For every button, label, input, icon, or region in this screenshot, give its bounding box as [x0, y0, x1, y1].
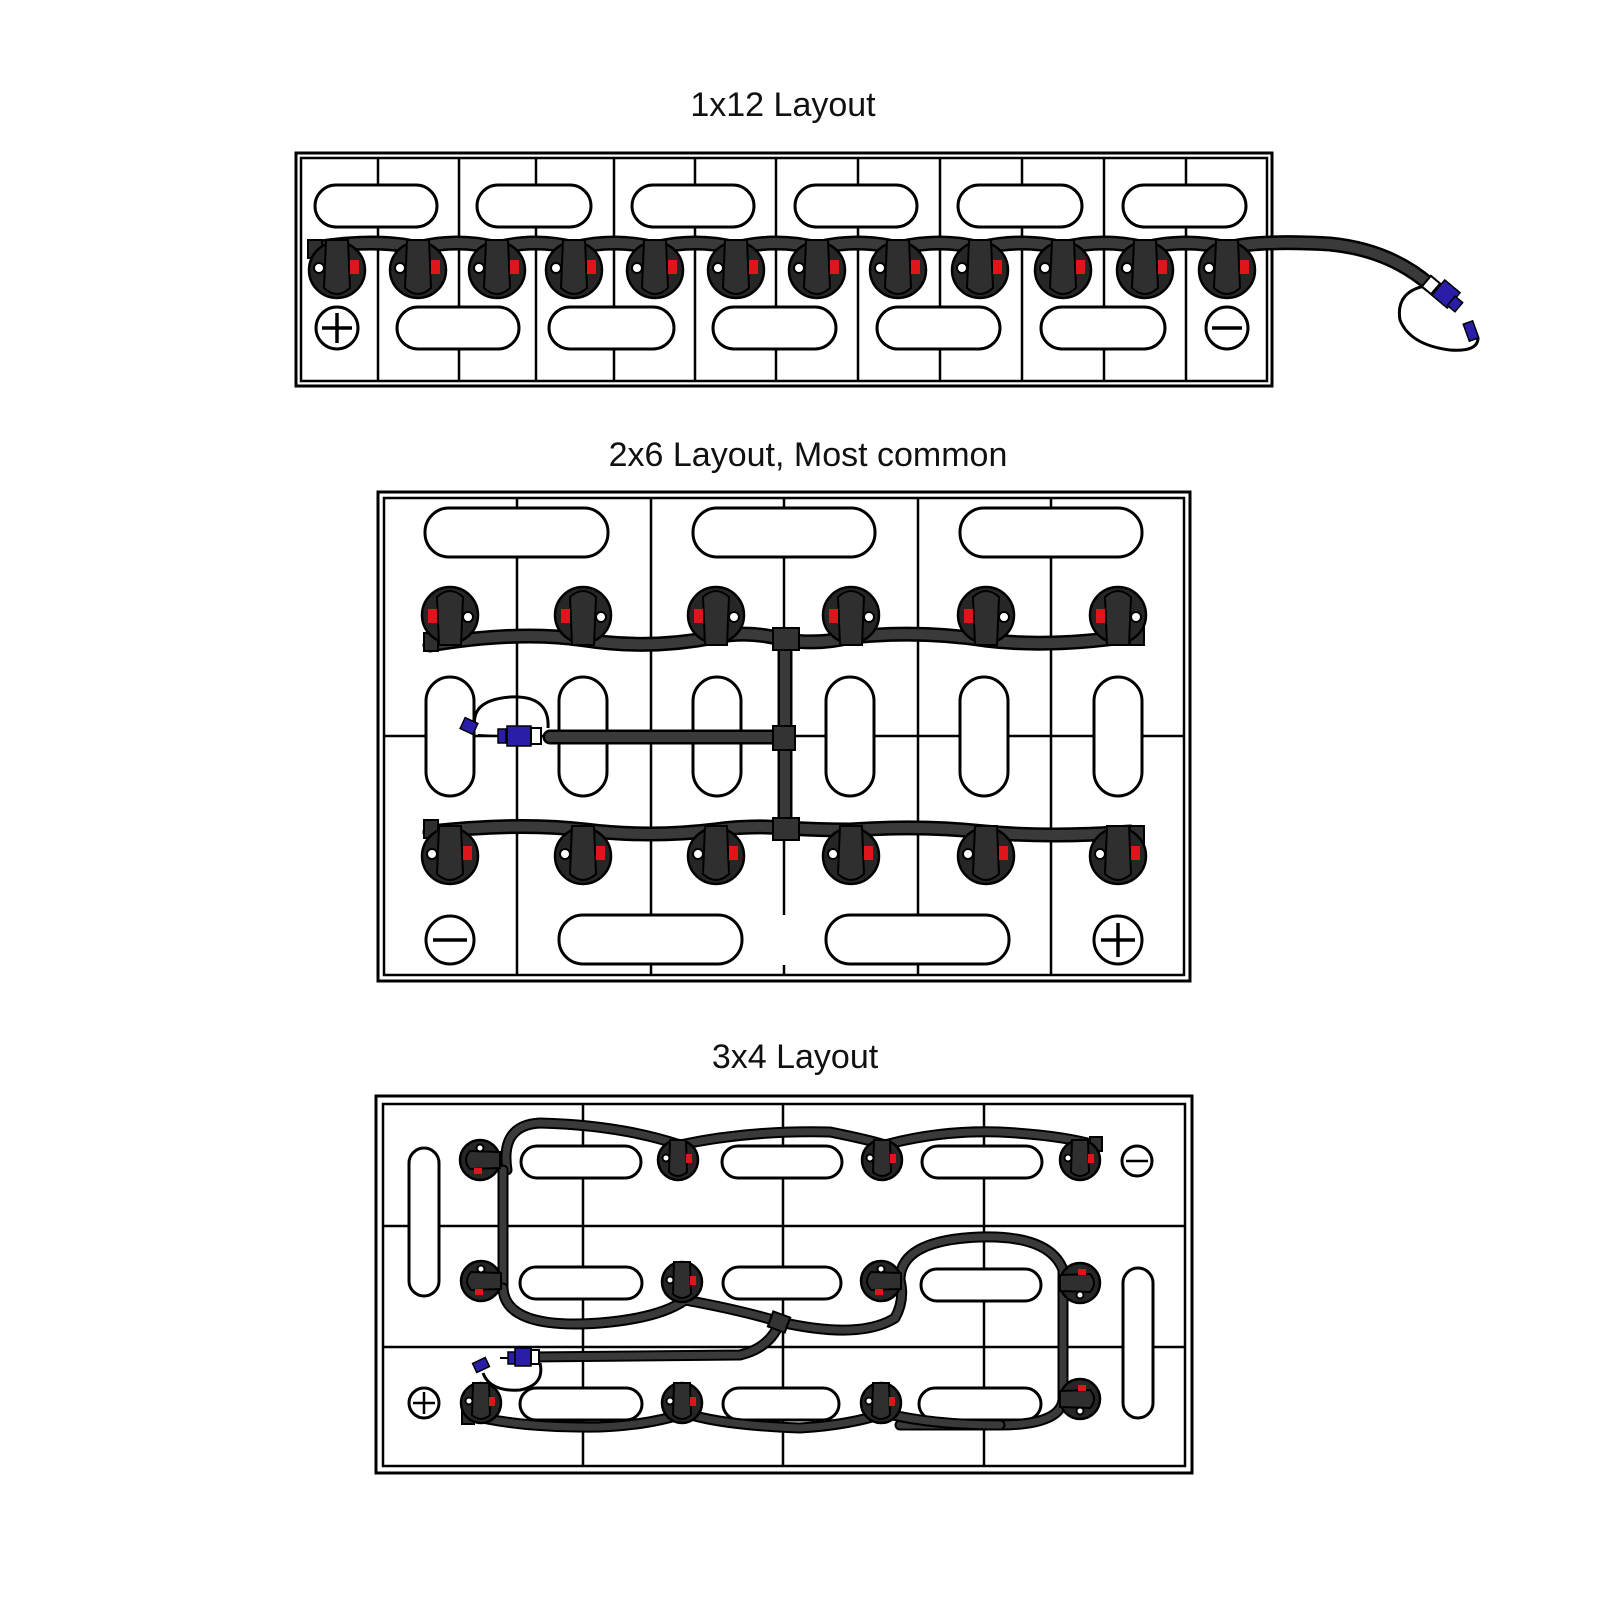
vent-plugs: [407, 1144, 1155, 1422]
fill-coupler[interactable]: [459, 695, 550, 747]
plus-icon: [314, 305, 360, 351]
battery-2x6: [376, 490, 1192, 983]
vent-plugs-bottom: [395, 305, 1167, 351]
fill-coupler[interactable]: [471, 1347, 543, 1392]
layout-title-1x12: 1x12 Layout: [690, 86, 876, 124]
minus-icon: [424, 914, 476, 966]
minus-icon: [1120, 1144, 1154, 1178]
layout-title-2x6: 2x6 Layout, Most common: [608, 436, 1008, 474]
vent-plugs: [423, 506, 1144, 966]
battery-1x12: [294, 151, 1480, 388]
fill-coupler[interactable]: [1397, 274, 1480, 352]
minus-icon: [1204, 305, 1250, 351]
plus-icon: [1092, 914, 1144, 966]
battery-3x4: [374, 1094, 1194, 1475]
vent-plugs-top: [313, 183, 1248, 229]
plus-icon: [407, 1386, 441, 1420]
layout-title-3x4: 3x4 Layout: [711, 1038, 879, 1076]
